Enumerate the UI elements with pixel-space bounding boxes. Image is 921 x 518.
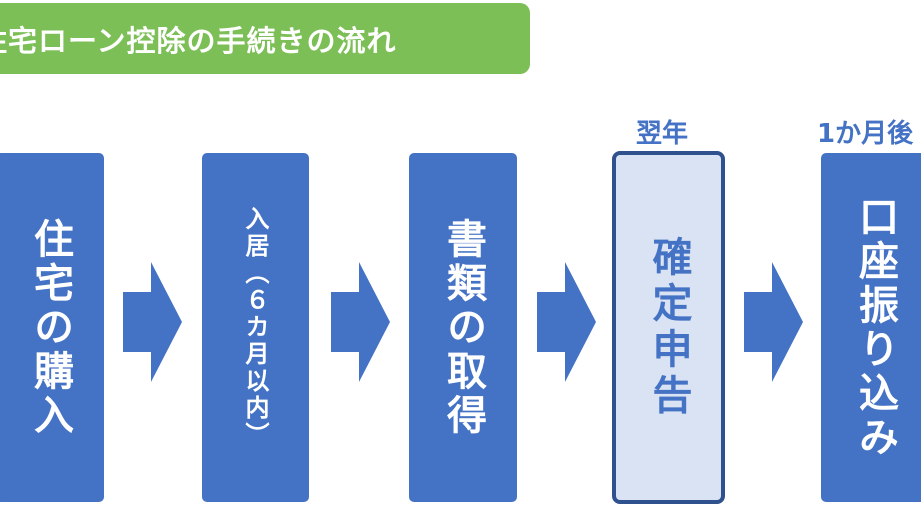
step-timing-label: 翌年	[636, 119, 689, 149]
step-label: 口座振り込み	[852, 195, 898, 460]
arrow-right-icon	[123, 262, 182, 382]
step-label: 確定申告	[645, 235, 692, 420]
page-title: 住宅ローン控除の手続きの流れ	[0, 24, 397, 58]
title-banner: 住宅ローン控除の手続きの流れ	[0, 3, 530, 74]
arrow-right-icon	[331, 262, 390, 382]
step-label: 住宅の購入	[27, 217, 73, 438]
step-bank-transfer: 口座振り込み	[821, 153, 921, 502]
step-documents: 書類の取得	[409, 153, 517, 502]
step-label: 書類の取得	[440, 217, 486, 438]
step-timing-label: 1か月後	[817, 119, 914, 149]
step-tax-return: 確定申告	[612, 151, 725, 504]
step-move-in: 入居（６カ月以内）	[202, 153, 309, 502]
step-label: 入居（６カ月以内）	[241, 206, 269, 449]
arrow-right-icon	[537, 262, 596, 382]
arrow-right-icon	[744, 262, 803, 382]
step-purchase: 住宅の購入	[0, 153, 104, 502]
